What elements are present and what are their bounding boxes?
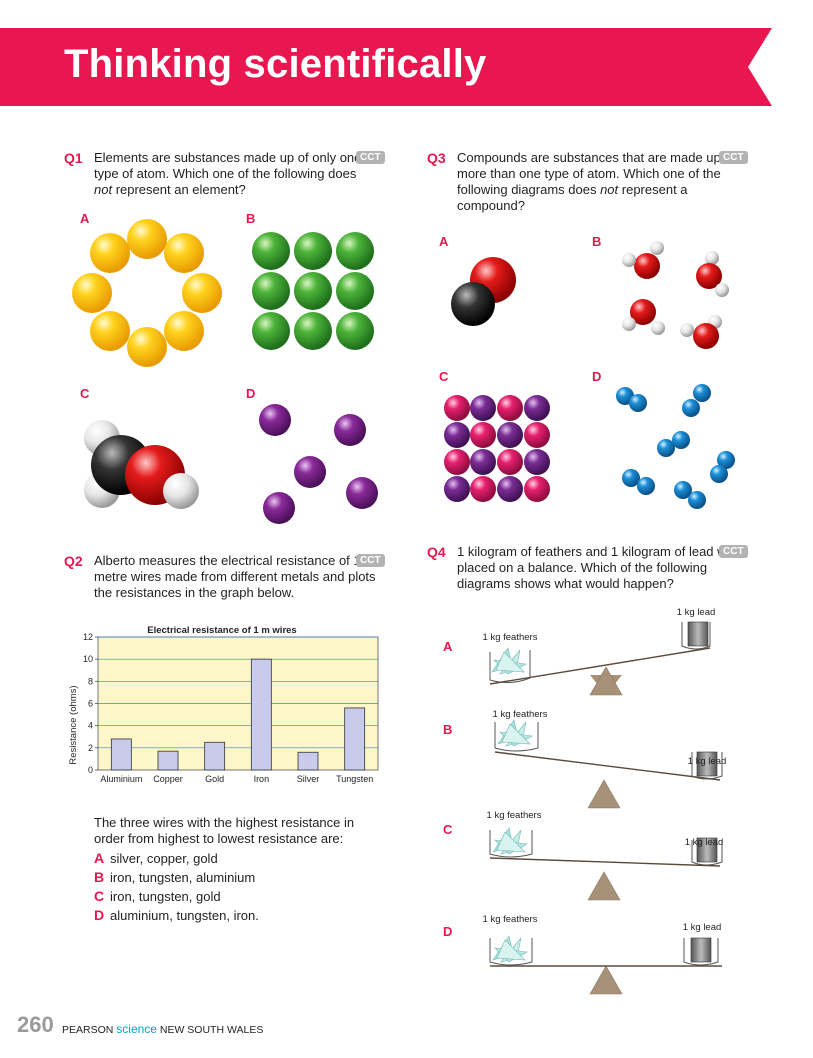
x-tick-label: Gold bbox=[205, 774, 224, 784]
x-tick-label: Aluminium bbox=[100, 774, 142, 784]
x-tick-label: Iron bbox=[254, 774, 270, 784]
option-label-a: A bbox=[439, 234, 449, 249]
option-label-b: B bbox=[246, 211, 256, 226]
lead-label: 1 kg lead bbox=[688, 756, 727, 767]
question-1: Q1 Elements are substances made up of on… bbox=[64, 150, 394, 210]
question-number: Q2 bbox=[64, 553, 83, 569]
title-banner: Thinking scientifically bbox=[0, 28, 772, 106]
option-label-a: A bbox=[80, 211, 90, 226]
question-text: Elements are substances made up of only … bbox=[94, 150, 362, 197]
balance-b: 1 kg feathers 1 kg lead bbox=[493, 709, 727, 809]
bar-gold bbox=[204, 741, 226, 771]
option-label-c: C bbox=[439, 369, 449, 384]
bar-tungsten bbox=[344, 707, 366, 771]
balance-diagrams: 1 kg feathers 1 kg lead 1 kg feathers 1 … bbox=[483, 607, 727, 995]
option-label-c: C bbox=[80, 386, 90, 401]
cct-badge: CCT bbox=[356, 554, 385, 567]
option-label-a: A bbox=[443, 639, 453, 654]
diatomic-molecules bbox=[616, 384, 735, 509]
resistance-bar-chart: Electrical resistance of 1 m wires Resis… bbox=[68, 625, 379, 784]
balance-d: 1 kg feathers 1 kg lead bbox=[483, 914, 722, 995]
feathers-label: 1 kg feathers bbox=[483, 914, 538, 925]
bar-aluminium bbox=[110, 738, 132, 771]
page-title: Thinking scientifically bbox=[64, 42, 487, 86]
footer-brand: PEARSON science NEW SOUTH WALES bbox=[62, 1022, 264, 1036]
option-label-b: B bbox=[592, 234, 602, 249]
q3-diagrams bbox=[444, 241, 735, 509]
option-label-c: C bbox=[443, 822, 453, 837]
question-text: Alberto measures the electrical resistan… bbox=[94, 553, 376, 600]
balance-c: 1 kg feathers 1 kg lead bbox=[487, 810, 724, 901]
water-molecules bbox=[622, 241, 729, 349]
x-tick-label: Tungsten bbox=[336, 774, 373, 784]
y-tick-label: 4 bbox=[88, 721, 93, 731]
ionic-lattice bbox=[444, 395, 550, 502]
option-label-b: B bbox=[443, 722, 453, 737]
cct-badge: CCT bbox=[719, 545, 748, 558]
question-4: Q4 1 kilogram of feathers and 1 kilogram… bbox=[427, 544, 757, 599]
balance-a: 1 kg feathers 1 kg lead bbox=[483, 607, 716, 696]
q1-diagrams bbox=[72, 219, 378, 524]
question-number: Q1 bbox=[64, 150, 83, 166]
page-number: 260 bbox=[17, 1012, 54, 1037]
y-tick-label: 8 bbox=[88, 676, 93, 686]
co-molecule bbox=[451, 257, 516, 326]
question-3: Q3 Compounds are substances that are mad… bbox=[427, 150, 757, 220]
question-number: Q4 bbox=[427, 544, 446, 560]
y-tick-label: 6 bbox=[88, 699, 93, 709]
feathers-label: 1 kg feathers bbox=[493, 709, 548, 720]
feathers-label: 1 kg feathers bbox=[487, 810, 542, 821]
green-atom-grid bbox=[252, 232, 374, 350]
question-2: Q2 Alberto measures the electrical resis… bbox=[64, 553, 394, 608]
lead-label: 1 kg lead bbox=[677, 607, 716, 618]
option-label-d: D bbox=[592, 369, 602, 384]
y-tick-label: 0 bbox=[88, 765, 93, 775]
x-tick-label: Copper bbox=[153, 774, 183, 784]
question-number: Q3 bbox=[427, 150, 446, 166]
cct-badge: CCT bbox=[356, 151, 385, 164]
option-label-d: D bbox=[443, 924, 453, 939]
q2-prompt: The three wires with the highest resista… bbox=[94, 815, 355, 846]
question-text: Compounds are substances that are made u… bbox=[457, 150, 736, 213]
lead-label: 1 kg lead bbox=[685, 837, 724, 848]
option-label-d: D bbox=[246, 386, 256, 401]
x-tick-label: Silver bbox=[297, 774, 320, 784]
bar-copper bbox=[157, 750, 179, 771]
yellow-atom-ring bbox=[72, 219, 222, 367]
banner-shape bbox=[0, 28, 772, 106]
y-axis-label: Resistance (ohms) bbox=[68, 685, 79, 764]
bar-silver bbox=[297, 751, 319, 771]
cct-badge: CCT bbox=[719, 151, 748, 164]
feathers-label: 1 kg feathers bbox=[483, 632, 538, 643]
question-text: 1 kilogram of feathers and 1 kilogram of… bbox=[457, 544, 746, 591]
y-tick-label: 2 bbox=[88, 743, 93, 753]
y-tick-label: 12 bbox=[83, 632, 93, 642]
y-tick-label: 10 bbox=[83, 654, 93, 664]
molecule-c bbox=[84, 420, 199, 509]
lead-label: 1 kg lead bbox=[683, 922, 722, 933]
purple-atoms bbox=[259, 404, 378, 524]
chart-title: Electrical resistance of 1 m wires bbox=[147, 625, 296, 636]
bar-iron bbox=[250, 658, 272, 771]
